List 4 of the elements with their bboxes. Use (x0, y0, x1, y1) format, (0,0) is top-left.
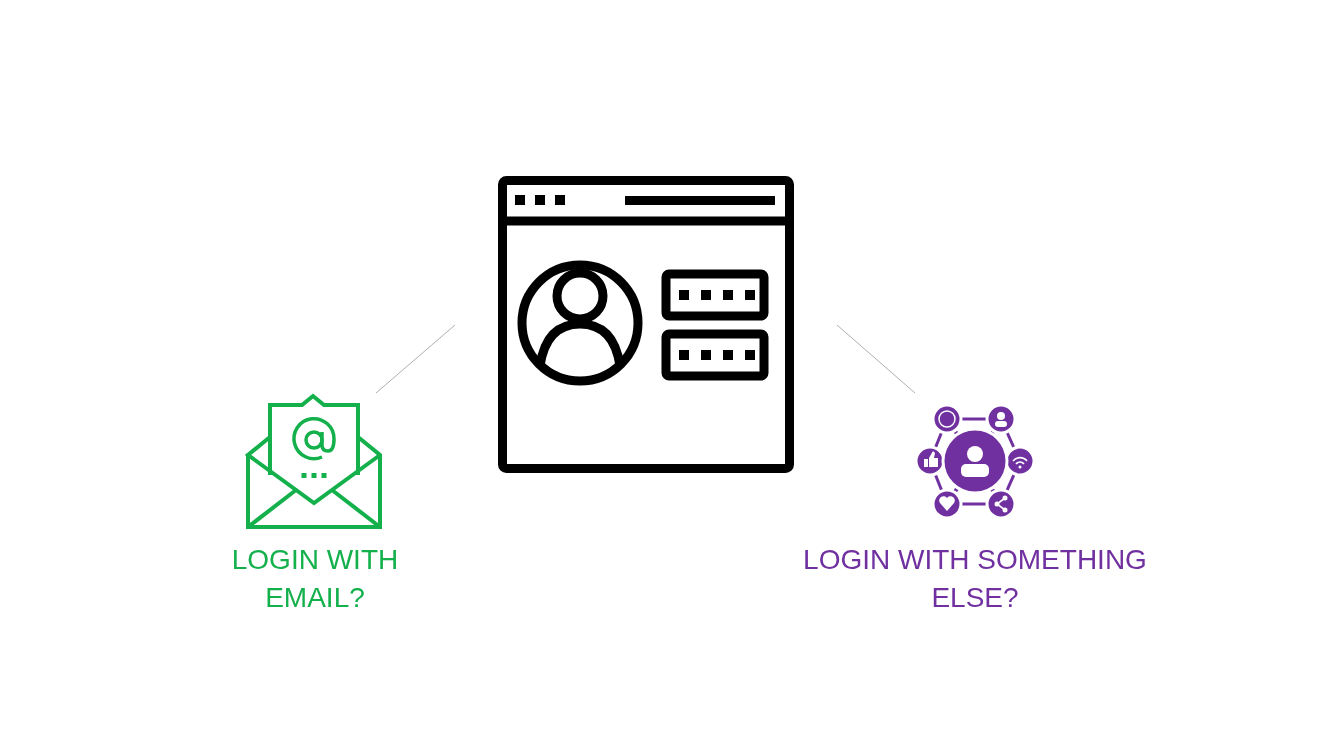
option-label: LOGIN WITH EMAIL? (230, 543, 400, 615)
option-label: LOGIN WITH SOMETHING ELSE? (802, 543, 1148, 615)
connector-line (836, 324, 916, 394)
connector-line (375, 324, 456, 394)
